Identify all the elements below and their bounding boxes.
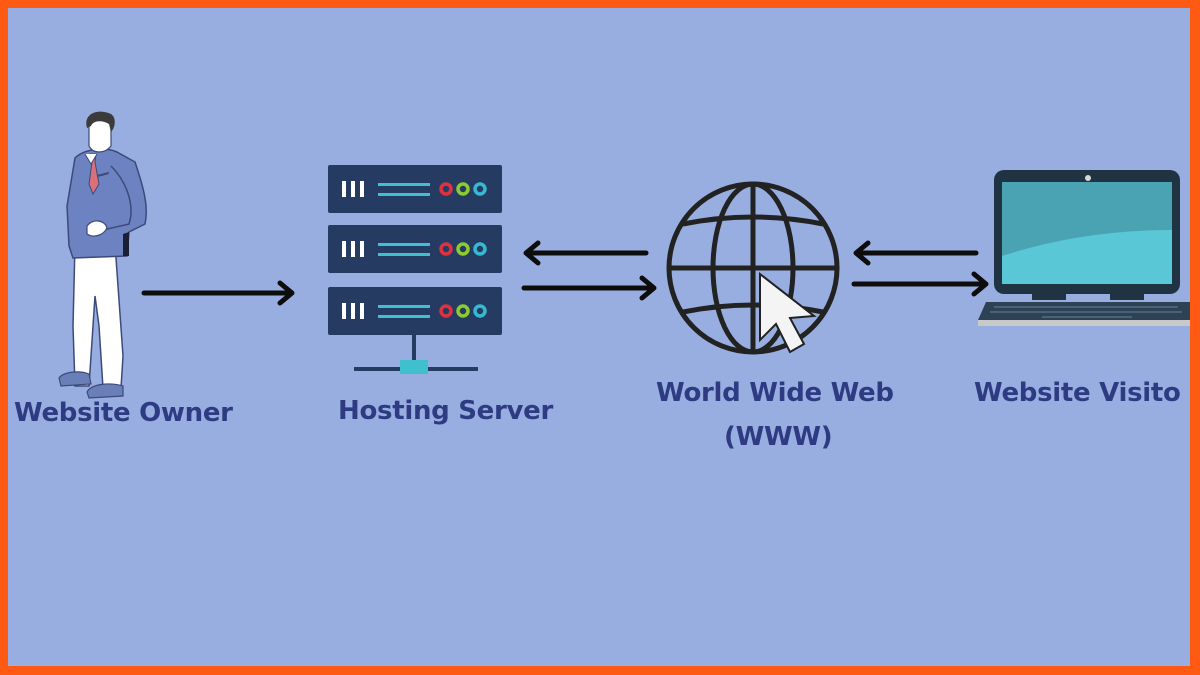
- arrow-owner-to-server: [141, 280, 295, 306]
- server-unit: [328, 287, 502, 335]
- node-label-website-owner: Website Owner: [14, 398, 233, 428]
- server-unit: [328, 165, 502, 213]
- globe-with-cursor-icon: [666, 181, 840, 355]
- arrow-www-to-visitor: [851, 271, 989, 297]
- businessman-icon: [58, 111, 148, 399]
- server-rack-icon: [328, 165, 502, 374]
- arrow-www-to-server: [523, 240, 649, 266]
- arrow-visitor-to-www: [853, 240, 979, 266]
- node-label-website-visitor: Website Visito: [974, 378, 1181, 408]
- node-label-www-line1: World Wide Web: [656, 378, 894, 408]
- diagram-canvas: Website Owner Hosting Server World Wide …: [8, 8, 1190, 666]
- node-label-www-line2: (WWW): [724, 422, 833, 452]
- laptop-icon: [978, 170, 1190, 326]
- server-unit: [328, 225, 502, 273]
- arrow-server-to-www: [521, 275, 657, 301]
- mouse-cursor-icon: [759, 271, 817, 354]
- node-label-hosting-server: Hosting Server: [338, 396, 553, 426]
